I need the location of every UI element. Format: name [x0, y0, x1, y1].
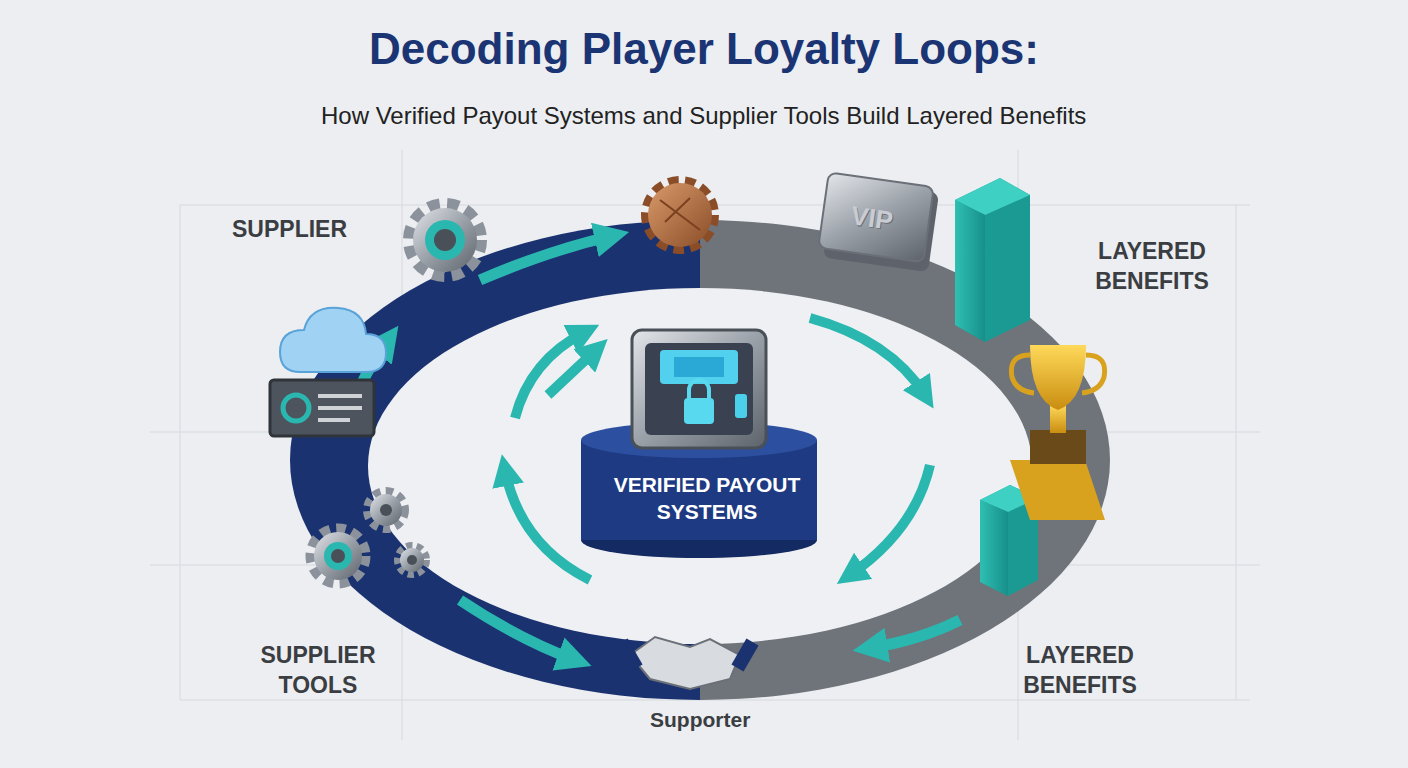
illustration-part — [318, 396, 362, 420]
illustration-part — [345, 236, 960, 660]
section-label: SUPPLIER — [232, 214, 347, 244]
illustration-part — [434, 229, 456, 251]
illustration-part — [731, 639, 758, 672]
illustration-part — [810, 318, 925, 395]
illustration-part — [505, 318, 930, 580]
vault-label-box: VERIFIED PAYOUT SYSTEMS — [586, 462, 828, 534]
section-label: SUPPLIER TOOLS — [233, 640, 403, 700]
illustration-part — [318, 418, 350, 422]
illustration-part — [689, 380, 709, 398]
illustration-part — [480, 236, 612, 280]
node-text: VERIFIED PAYOUT SYSTEMS — [586, 471, 828, 525]
illustration-part — [460, 600, 575, 660]
illustration-part — [400, 548, 424, 572]
illustration-part — [647, 182, 713, 248]
illustration-part — [314, 532, 362, 580]
illustration-part — [280, 308, 386, 372]
illustration-part — [413, 208, 477, 272]
illustration-part — [660, 198, 700, 230]
illustration-part — [955, 200, 985, 342]
illustration-part — [505, 470, 590, 580]
illustration-part — [283, 395, 309, 421]
illustration-part — [645, 343, 753, 435]
illustration-part — [150, 150, 1260, 740]
illustration-part — [368, 492, 404, 528]
illustration-part — [380, 504, 392, 516]
illustration-part — [684, 398, 714, 424]
illustration-part — [980, 500, 1008, 596]
illustration-part — [180, 205, 181, 700]
subtitle: How Verified Payout Systems and Supplier… — [321, 102, 1086, 130]
illustration-part — [370, 494, 402, 526]
illustration-part — [318, 394, 362, 398]
illustration-part — [1010, 460, 1105, 520]
illustration-part — [632, 330, 766, 448]
illustration-part — [870, 620, 960, 648]
illustration-part — [411, 206, 479, 274]
section-label: LAYERED BENEFITS — [1057, 236, 1247, 296]
illustration-part — [425, 220, 465, 260]
illustration-part — [324, 542, 352, 570]
illustration-part — [955, 178, 1030, 342]
illustration-part — [1030, 430, 1086, 464]
illustration-part — [312, 530, 364, 582]
illustration-part — [1011, 355, 1104, 393]
section-label: LAYERED BENEFITS — [985, 640, 1175, 700]
illustration-part — [1236, 205, 1237, 700]
illustration-part — [318, 406, 362, 410]
diagram-title: Decoding Player Loyalty Loops: — [369, 24, 1039, 74]
illustration-part — [1030, 345, 1086, 410]
illustration-part — [817, 172, 940, 272]
illustration-part — [850, 465, 930, 575]
card-text: VIP — [849, 200, 895, 237]
illustration-part — [615, 639, 642, 672]
illustration-part — [270, 380, 374, 436]
illustration-part — [331, 549, 345, 563]
illustration-part — [398, 546, 426, 574]
illustration-part — [630, 637, 740, 689]
illustration-part — [368, 288, 1032, 644]
illustration-part — [548, 350, 596, 395]
illustration-part — [818, 172, 934, 262]
section-label: Supporter — [650, 708, 750, 732]
illustration-part — [407, 555, 417, 565]
illustration-part — [648, 183, 712, 247]
illustration-part — [674, 357, 724, 377]
illustration-part — [735, 394, 747, 418]
node-texts: VERIFIED PAYOUT SYSTEMS — [586, 471, 828, 525]
